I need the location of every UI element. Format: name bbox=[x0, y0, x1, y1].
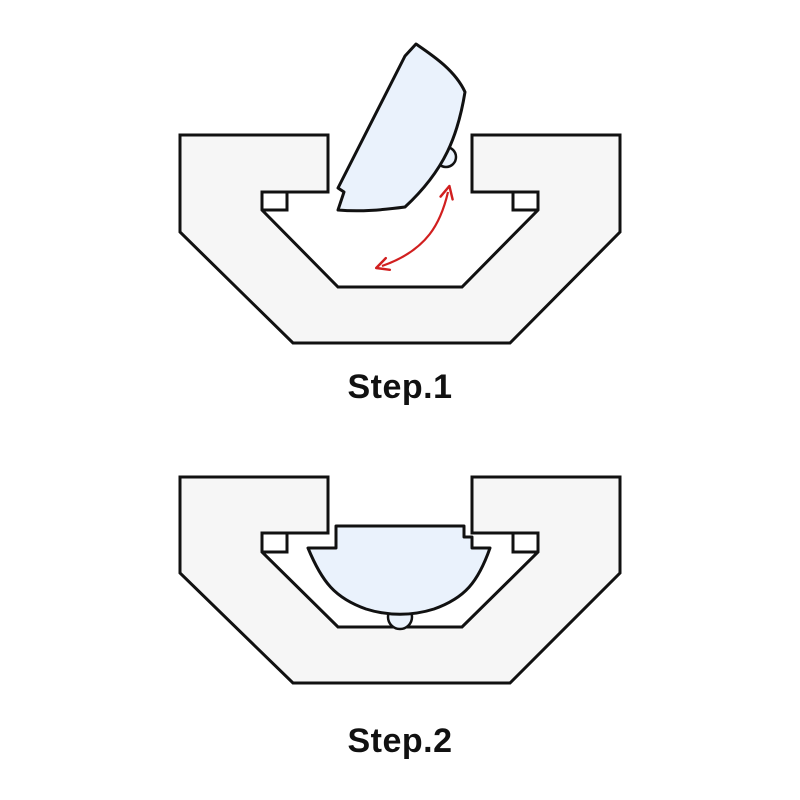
rotation-arrow-icon bbox=[374, 184, 454, 272]
step-1-diagram bbox=[178, 42, 622, 345]
step-1-label: Step.1 bbox=[347, 368, 453, 406]
rail-slot-left-step-1 bbox=[262, 190, 289, 212]
rail-slot-right-step-1 bbox=[511, 190, 538, 212]
insert-part-tilted bbox=[336, 42, 467, 213]
step-2-label: Step.2 bbox=[347, 722, 453, 760]
insert-part-seated bbox=[306, 524, 492, 616]
rail-slot-left-step-2 bbox=[262, 531, 289, 554]
rail-slot-right-step-2 bbox=[511, 531, 538, 554]
step-2-diagram bbox=[178, 475, 622, 685]
